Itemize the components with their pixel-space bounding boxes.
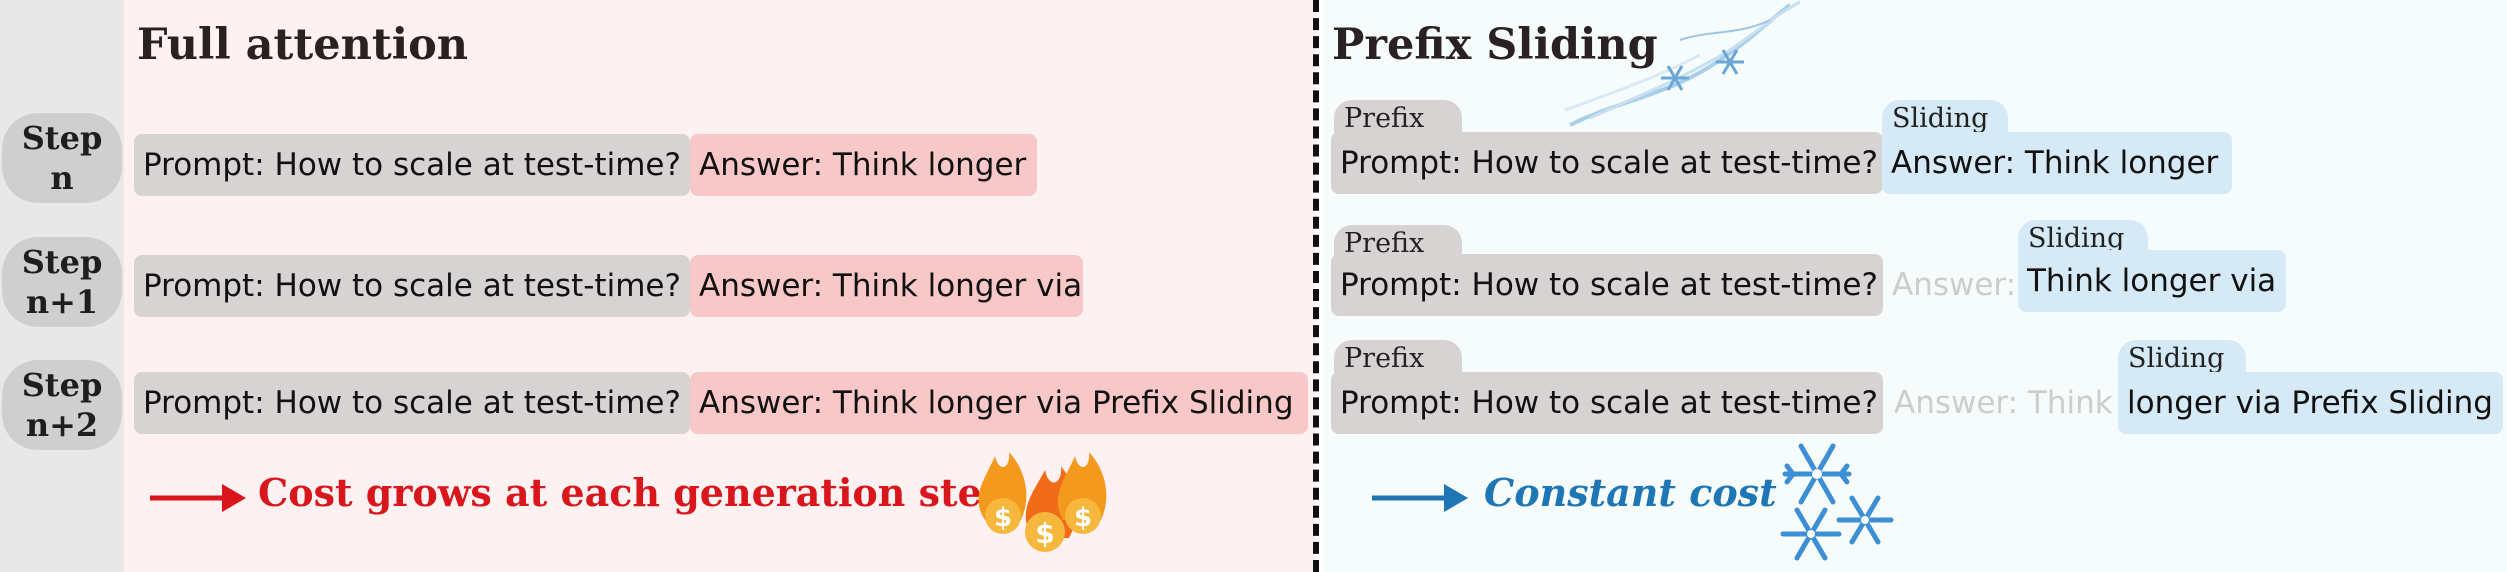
prompt-box: Prompt: How to scale at test-time? <box>1331 254 1883 316</box>
prompt-box: Prompt: How to scale at test-time? <box>1331 372 1883 434</box>
snowflake-cluster-icon <box>1780 443 1894 561</box>
sliding-tag: Sliding <box>1882 100 2008 138</box>
svg-text:$: $ <box>994 503 1012 533</box>
answer-box: Answer: Think longer <box>690 134 1037 196</box>
full-attention-title: Full attention <box>137 20 469 70</box>
prefix-sliding-title: Prefix Sliding <box>1332 20 1658 70</box>
answer-box: Answer: Think longer via <box>690 255 1083 317</box>
prompt-box: Prompt: How to scale at test-time? <box>134 134 690 196</box>
fire-dollar-icon: $ $ $ <box>978 452 1107 552</box>
answer-box: Answer: Think longer via Prefix Sliding <box>690 372 1308 434</box>
dashed-divider <box>1313 0 1319 572</box>
sliding-tag: Sliding <box>2118 340 2246 378</box>
faded-evicted-text: Answer: Think <box>1894 385 2113 421</box>
svg-text:$: $ <box>1074 503 1092 533</box>
prompt-box: Prompt: How to scale at test-time? <box>134 255 690 317</box>
prompt-box: Prompt: How to scale at test-time? <box>1331 132 1883 194</box>
wind-snowflake-icon <box>1564 0 1801 127</box>
prefix-tag: Prefix <box>1334 100 1462 138</box>
prompt-box: Prompt: How to scale at test-time? <box>134 372 690 434</box>
cost-grows-text: Cost grows at each generation step <box>258 470 1009 515</box>
prefix-tag: Prefix <box>1334 340 1462 378</box>
sliding-window-box: Think longer via <box>2018 250 2286 312</box>
red-arrow-icon <box>150 484 246 512</box>
svg-text:$: $ <box>1035 517 1054 550</box>
blue-arrow-icon <box>1372 484 1468 512</box>
faded-evicted-text: Answer: <box>1892 267 2017 303</box>
sliding-window-box: longer via Prefix Sliding <box>2118 372 2503 434</box>
constant-cost-text: Constant cost <box>1484 470 1777 515</box>
sliding-window-box: Answer: Think longer <box>1882 132 2232 194</box>
